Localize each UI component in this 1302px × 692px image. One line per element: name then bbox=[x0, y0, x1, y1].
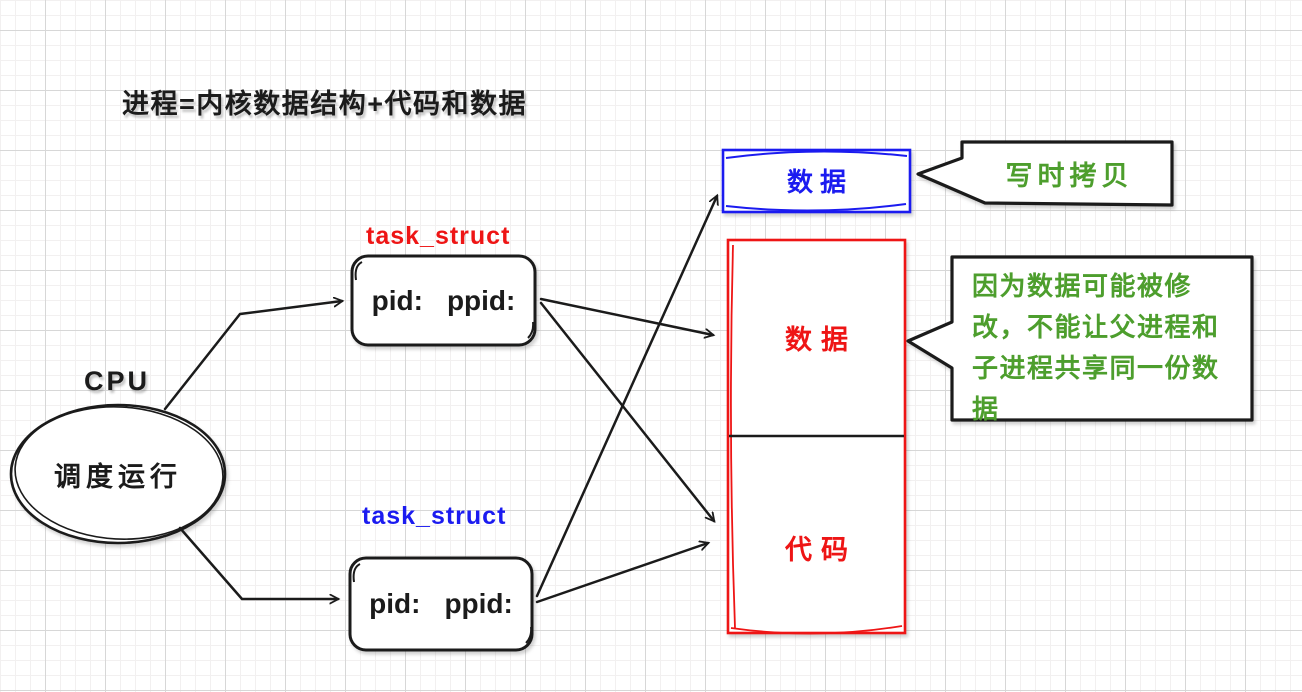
task-struct-top-fields: pid: ppid: bbox=[352, 256, 535, 345]
arrow-task2-to-cow-data bbox=[535, 196, 717, 598]
cow-callout-label: 写时拷贝 bbox=[1005, 160, 1134, 191]
task-struct-bottom-label: task_struct bbox=[362, 502, 507, 530]
cow-data-box-label: 数据 bbox=[786, 166, 853, 197]
memory-box-shape bbox=[726, 238, 907, 635]
explanation-callout-shape bbox=[906, 255, 1254, 422]
cpu-ellipse bbox=[9, 403, 227, 545]
explanation-line: 据 bbox=[972, 394, 1000, 424]
explanation-line: 改，不能让父进程和 bbox=[972, 312, 1220, 342]
task-struct-bottom-fields: pid: ppid: bbox=[350, 558, 532, 650]
pid-label: pid: bbox=[371, 284, 423, 316]
task-struct-top-label: task_struct bbox=[366, 222, 511, 250]
scheduler-text: 调度运行 bbox=[54, 461, 182, 492]
arrow-task1-to-code bbox=[539, 301, 714, 521]
arrow-cpu-to-task2 bbox=[178, 526, 338, 599]
explanation-line: 因为数据可能被修 bbox=[972, 271, 1193, 301]
data-section-label: 数据 bbox=[785, 324, 857, 355]
arrow-task1-to-data bbox=[539, 297, 713, 335]
code-section-label: 代码 bbox=[785, 534, 857, 565]
task-struct-bottom-box bbox=[348, 556, 534, 652]
arrow-task2-to-code bbox=[535, 543, 708, 604]
cow-data-box-shape bbox=[721, 148, 912, 214]
cow-callout-shape bbox=[916, 140, 1174, 207]
explanation-callout-text: 因为数据可能被修 改，不能让父进程和 子进程共享同一份数 据 bbox=[972, 266, 1244, 430]
cpu-label: CPU bbox=[84, 366, 151, 396]
ppid-label: ppid: bbox=[444, 588, 513, 619]
ppid-label: ppid: bbox=[446, 284, 516, 316]
pid-label: pid: bbox=[369, 588, 421, 619]
explanation-line: 子进程共享同一份数 bbox=[972, 353, 1220, 383]
diagram-title: 进程=内核数据结构+代码和数据 bbox=[122, 89, 528, 119]
task-struct-top-box bbox=[350, 254, 537, 347]
arrow-cpu-to-task1 bbox=[163, 301, 342, 411]
